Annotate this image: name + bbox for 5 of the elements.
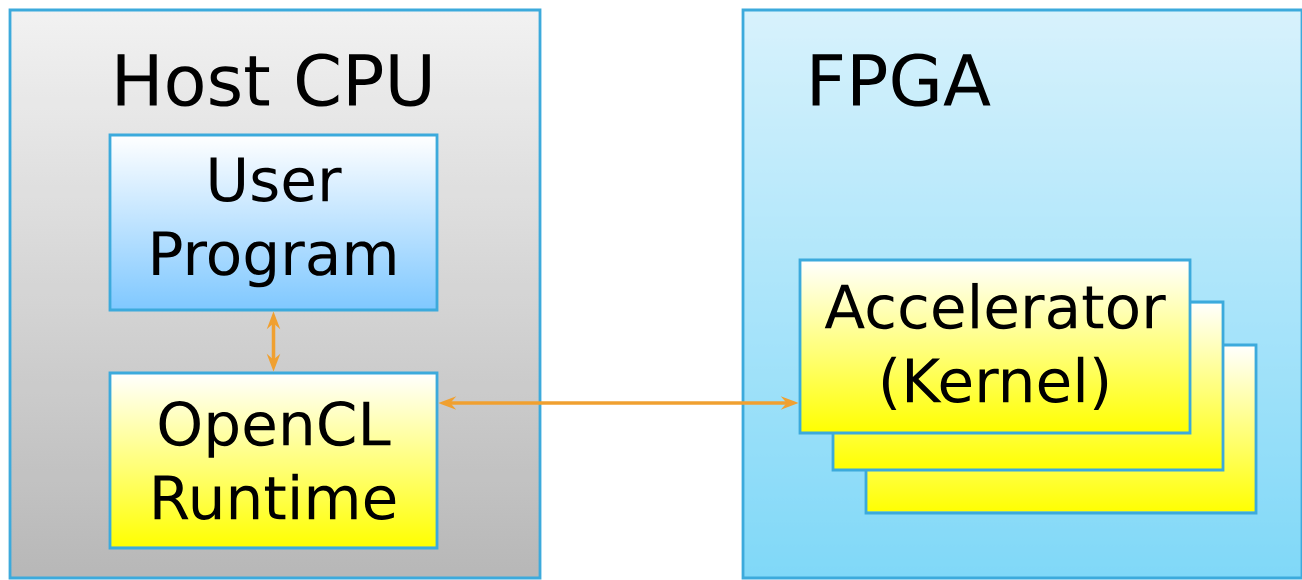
process-box: User Program bbox=[108, 133, 439, 312]
heading: FPGA bbox=[812, 53, 991, 107]
heading: Host CPU bbox=[117, 53, 430, 107]
process-box: Accelerator (Kernel) bbox=[798, 258, 1192, 435]
process-box: OpenCL Runtime bbox=[108, 371, 439, 550]
